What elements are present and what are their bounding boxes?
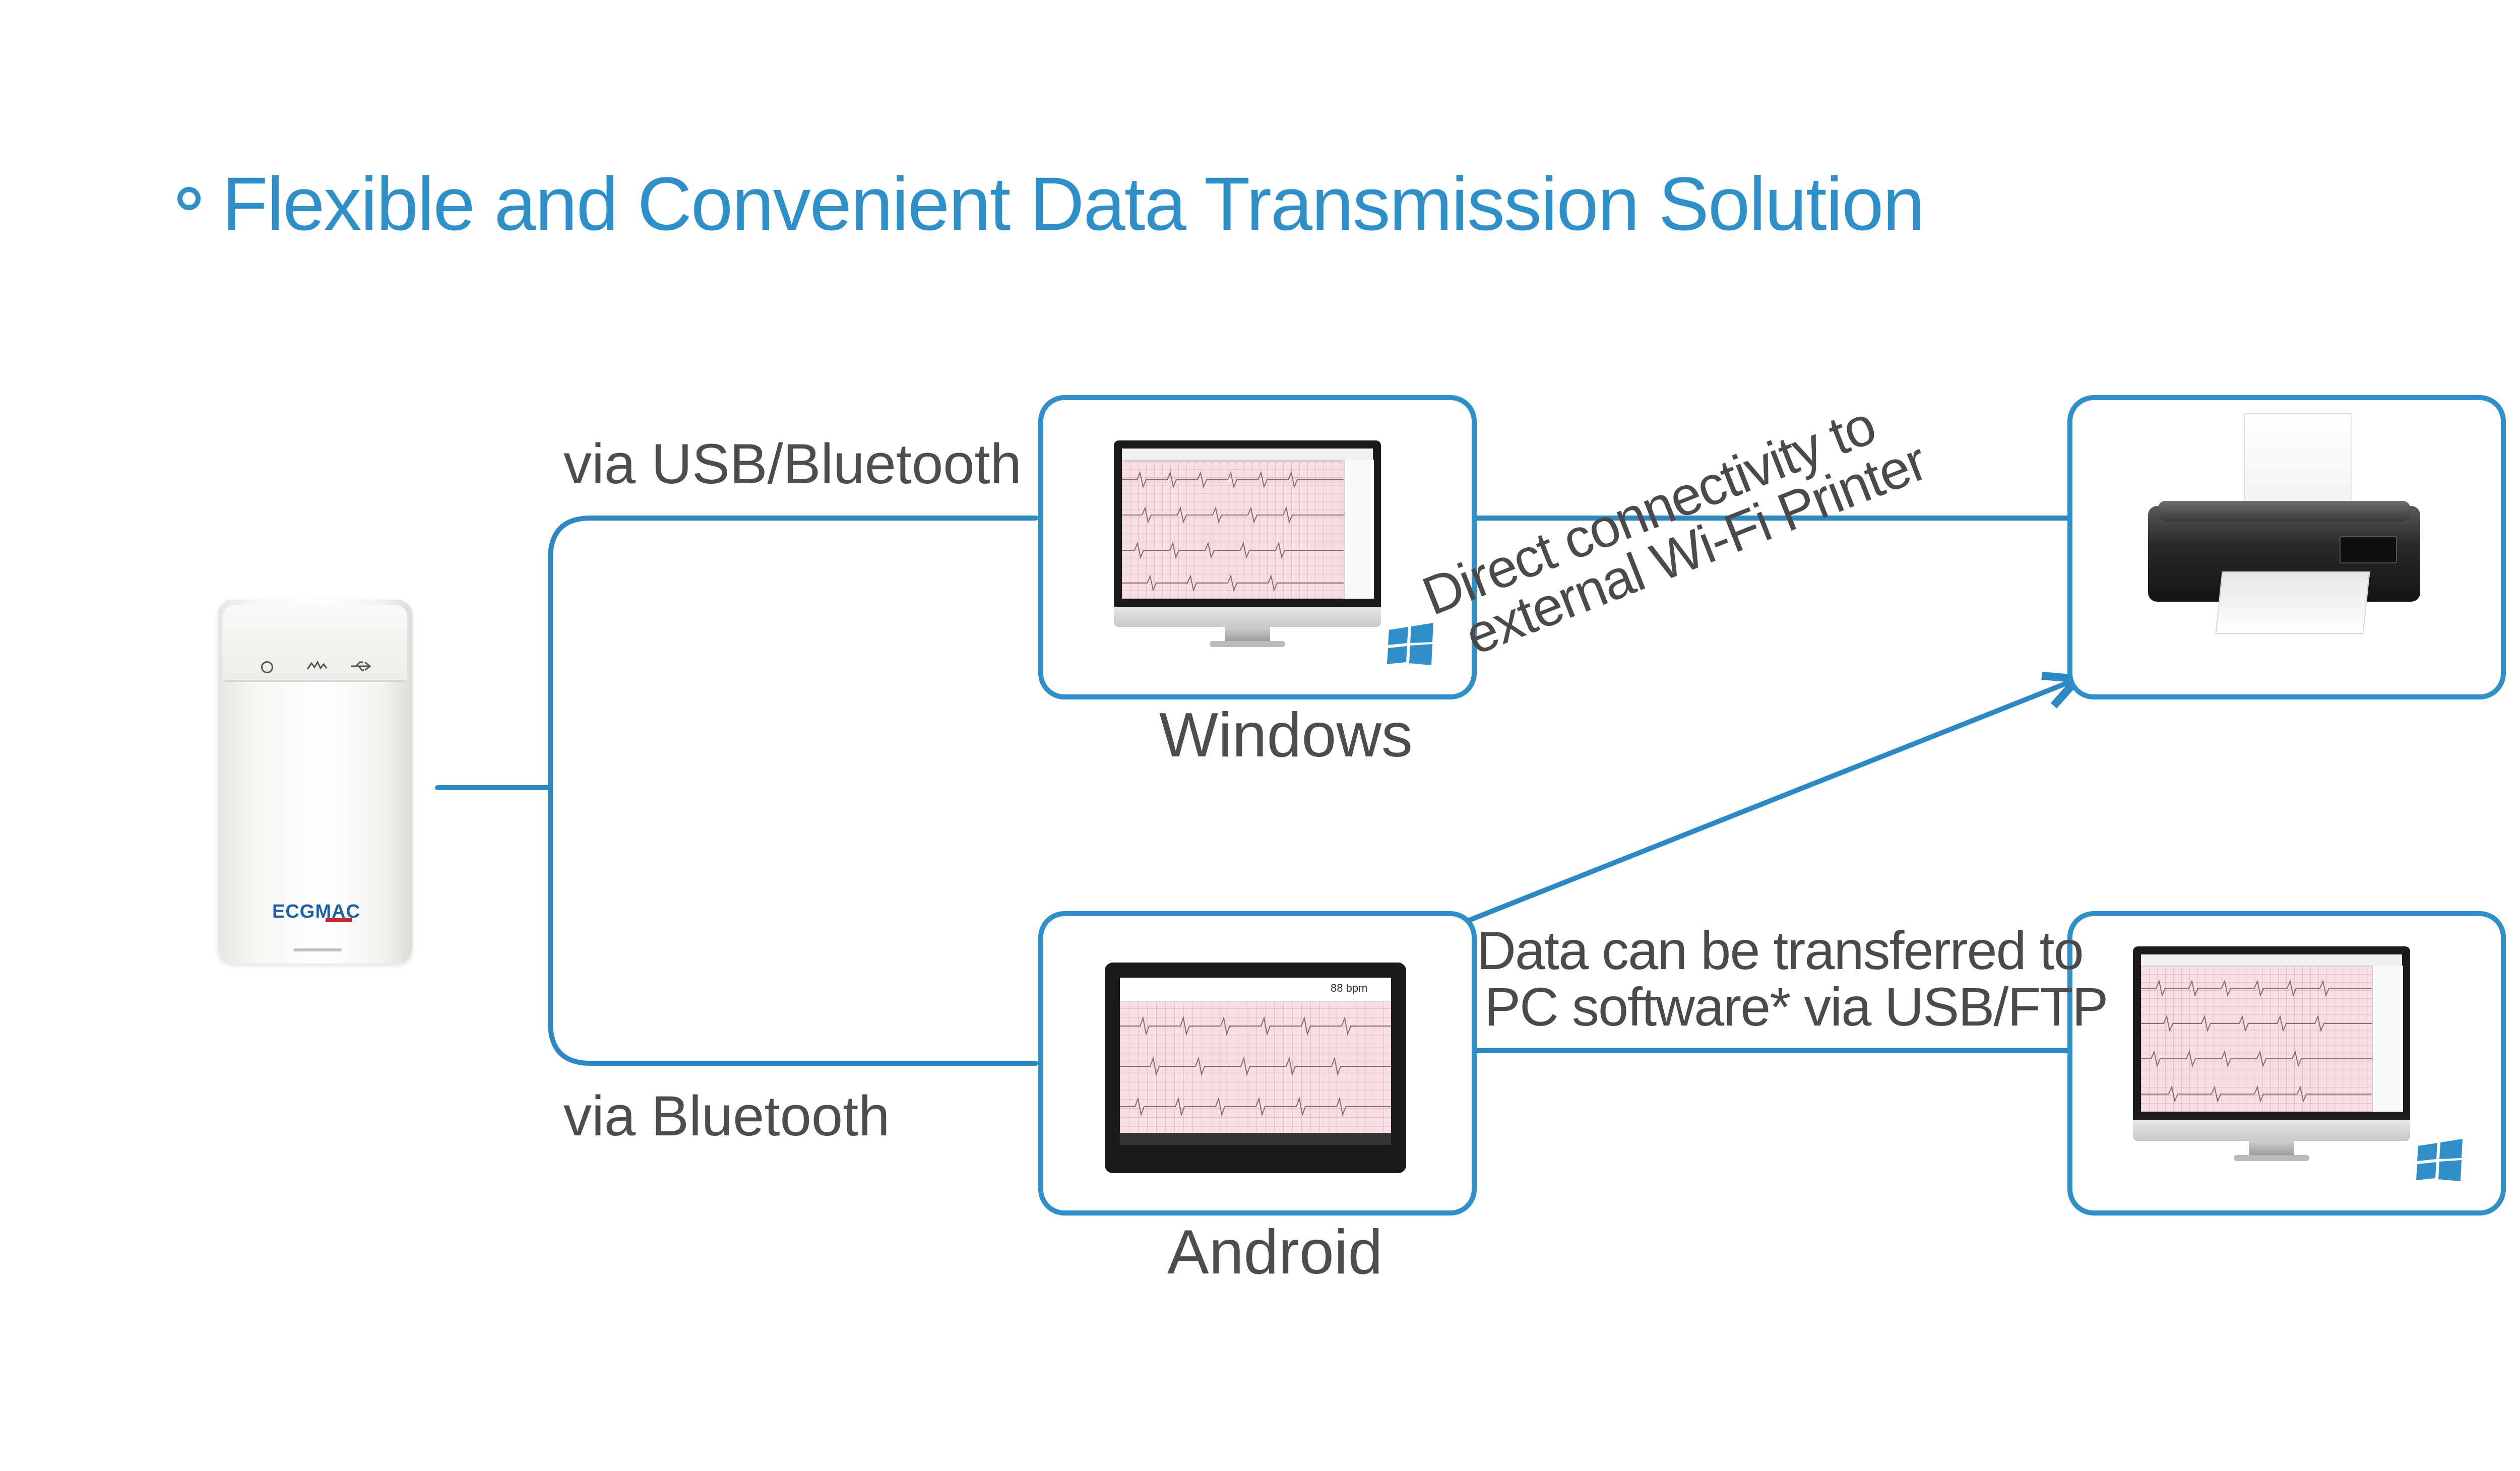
page-title: Flexible and Convenient Data Transmissio…: [222, 161, 1925, 246]
pc-node: [2067, 911, 2506, 1216]
usb-icon: [351, 661, 371, 671]
pc-monitor-base: [2234, 1155, 2309, 1161]
android-label: Android: [1167, 1218, 1383, 1287]
device-brand-mark: [326, 918, 352, 922]
ecg-toolbar: [1122, 449, 1373, 461]
android-tablet: 88 bpm: [1105, 963, 1406, 1173]
monitor-chin: [1114, 607, 1381, 627]
windows-monitor-screen: [1122, 449, 1374, 599]
tablet-heart-rate: 88 bpm: [1331, 982, 1368, 994]
android-to-printer-arrow: [1464, 680, 2074, 924]
title-bullet-icon: [177, 187, 201, 210]
pc-monitor-stand: [2249, 1141, 2294, 1156]
device-bottom-marking: [293, 948, 342, 951]
pc-note-line2: PC software* via USB/FTP: [1484, 976, 2108, 1037]
pc-ecg-traces: [2141, 979, 2372, 1103]
pc-monitor: [2133, 946, 2410, 1141]
pc-windows-logo-icon: [2416, 1139, 2463, 1181]
windows-logo-icon: [1387, 623, 1433, 665]
printer-top-lid: [2158, 501, 2410, 521]
bluetooth-label: via Bluetooth: [563, 1084, 890, 1147]
pc-monitor-screen: [2141, 954, 2403, 1112]
branch-to-windows-line: [548, 516, 1038, 1066]
ecg-traces: [1122, 471, 1344, 592]
tablet-header: [1120, 978, 1391, 1002]
device-top-band: [223, 605, 407, 682]
android-tablet-screen: 88 bpm: [1120, 978, 1391, 1145]
printer-node: [2067, 395, 2506, 699]
windows-node: [1038, 395, 1477, 699]
pc-ecg-side-panel: [2372, 966, 2403, 1112]
tablet-ecg-traces: [1120, 1016, 1391, 1117]
windows-label: Windows: [1159, 700, 1413, 770]
usb-bluetooth-label: via USB/Bluetooth: [563, 432, 1022, 495]
android-node: 88 bpm: [1038, 911, 1477, 1216]
ecg-device: ECGMAC: [218, 600, 412, 964]
monitor-stand: [1225, 627, 1270, 642]
pc-note-line1: Data can be transferred to: [1477, 920, 2084, 981]
pc-ecg-toolbar: [2141, 954, 2402, 967]
printer-control-panel: [2340, 536, 2397, 563]
windows-monitor: [1114, 440, 1381, 627]
bluetooth-icon: [306, 660, 328, 670]
ecg-side-panel: [1344, 460, 1374, 599]
power-icon: [261, 661, 273, 673]
tablet-bottom-bar: [1120, 1133, 1391, 1145]
monitor-base: [1210, 641, 1285, 647]
printer-paper-out: [2215, 571, 2370, 634]
pc-monitor-chin: [2133, 1120, 2410, 1141]
